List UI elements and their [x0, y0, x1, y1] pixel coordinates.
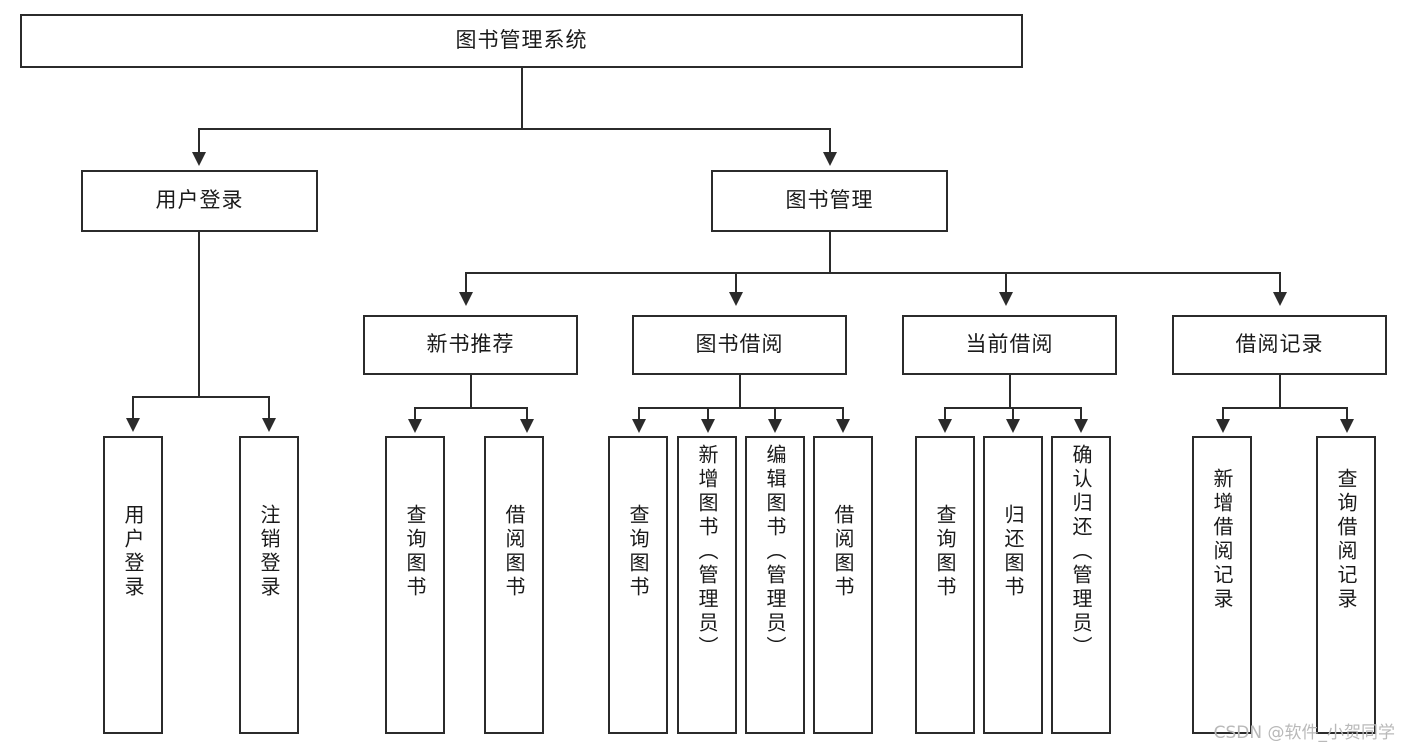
leaf-bb-edit-book-admin[interactable]: 编辑图书（管理员） — [745, 436, 805, 734]
leaf-label: 编辑图书（管理员） — [763, 444, 787, 660]
leaf-cb-query-book[interactable]: 查询图书 — [915, 436, 975, 734]
connector-br-leaf-2 — [1346, 407, 1348, 421]
connector-to-new-book-recommend — [465, 272, 467, 294]
leaf-bb-add-book-admin[interactable]: 新增图书（管理员） — [677, 436, 737, 734]
connector-root-to-book-management — [829, 128, 831, 154]
connector-borrow-record-bus — [1222, 407, 1346, 409]
leaf-cb-confirm-return-admin[interactable]: 确认归还（管理员） — [1051, 436, 1111, 734]
leaf-br-add-record[interactable]: 新增借阅记录 — [1192, 436, 1252, 734]
leaf-bb-query-book[interactable]: 查询图书 — [608, 436, 668, 734]
connector-to-current-borrow — [1005, 272, 1007, 294]
connector-cb-leaf-1 — [944, 407, 946, 421]
leaf-label: 查询借阅记录 — [1334, 468, 1358, 612]
connector-new-book-recommend-stem — [470, 375, 472, 407]
leaf-label: 借阅图书 — [831, 504, 855, 600]
connector-root-stem — [521, 68, 523, 128]
arrowhead-borrow-record — [1273, 292, 1287, 306]
arrowhead-br-leaf-2 — [1340, 419, 1354, 433]
connector-book-borrow-bus — [638, 407, 842, 409]
watermark: CSDN @软件_小贺同学 — [1213, 723, 1395, 743]
arrowhead-cb-leaf-3 — [1074, 419, 1088, 433]
node-borrow-record[interactable]: 借阅记录 — [1172, 315, 1387, 375]
arrowhead-nbr-leaf-1 — [408, 419, 422, 433]
arrowhead-user-login-leaf-2 — [262, 418, 276, 432]
connector-new-book-recommend-bus — [414, 407, 526, 409]
arrowhead-cb-leaf-2 — [1006, 419, 1020, 433]
leaf-br-query-record[interactable]: 查询借阅记录 — [1316, 436, 1376, 734]
connector-to-borrow-record — [1279, 272, 1281, 294]
connector-user-login-stem — [198, 232, 200, 396]
connector-bb-leaf-4 — [842, 407, 844, 421]
connector-root-to-user-login — [198, 128, 200, 154]
leaf-label: 新增借阅记录 — [1210, 468, 1234, 612]
connector-bb-leaf-3 — [774, 407, 776, 421]
connector-nbr-leaf-2 — [526, 407, 528, 421]
leaf-nbr-borrow-book[interactable]: 借阅图书 — [484, 436, 544, 734]
node-root-book-management-system[interactable]: 图书管理系统 — [20, 14, 1023, 68]
leaf-label: 查询图书 — [626, 504, 650, 600]
connector-bb-leaf-2 — [707, 407, 709, 421]
arrowhead-bb-leaf-2 — [701, 419, 715, 433]
connector-level3-bus — [465, 272, 1281, 274]
node-user-login[interactable]: 用户登录 — [81, 170, 318, 232]
connector-user-login-bus — [132, 396, 268, 398]
node-label: 新书推荐 — [426, 332, 515, 357]
leaf-user-login-logout[interactable]: 注销登录 — [239, 436, 299, 734]
node-label: 借阅记录 — [1235, 332, 1324, 357]
leaf-label: 新增图书（管理员） — [695, 444, 719, 660]
connector-book-borrow-stem — [739, 375, 741, 407]
leaf-label: 用户登录 — [121, 504, 145, 600]
arrowhead-br-leaf-1 — [1216, 419, 1230, 433]
connector-current-borrow-stem — [1009, 375, 1011, 407]
leaf-label: 借阅图书 — [502, 504, 526, 600]
leaf-label: 归还图书 — [1001, 504, 1025, 600]
connector-to-book-borrow — [735, 272, 737, 294]
node-label: 用户登录 — [155, 188, 244, 213]
connector-cb-leaf-2 — [1012, 407, 1014, 421]
leaf-nbr-query-book[interactable]: 查询图书 — [385, 436, 445, 734]
node-label: 图书管理系统 — [455, 28, 588, 53]
arrowhead-user-login-leaf-1 — [126, 418, 140, 432]
node-current-borrow[interactable]: 当前借阅 — [902, 315, 1117, 375]
arrowhead-book-borrow — [729, 292, 743, 306]
connector-user-login-to-leaf-1 — [132, 396, 134, 420]
node-label: 当前借阅 — [965, 332, 1054, 357]
connector-root-bus — [198, 128, 831, 130]
leaf-label: 查询图书 — [933, 504, 957, 600]
connector-user-login-to-leaf-2 — [268, 396, 270, 420]
connector-book-management-stem — [829, 232, 831, 272]
arrowhead-bb-leaf-3 — [768, 419, 782, 433]
connector-borrow-record-stem — [1279, 375, 1281, 407]
arrowhead-root-to-book-management — [823, 152, 837, 166]
connector-cb-leaf-3 — [1080, 407, 1082, 421]
node-book-borrow[interactable]: 图书借阅 — [632, 315, 847, 375]
connector-bb-leaf-1 — [638, 407, 640, 421]
arrowhead-bb-leaf-1 — [632, 419, 646, 433]
leaf-bb-borrow-book[interactable]: 借阅图书 — [813, 436, 873, 734]
arrowhead-current-borrow — [999, 292, 1013, 306]
node-book-management[interactable]: 图书管理 — [711, 170, 948, 232]
leaf-cb-return-book[interactable]: 归还图书 — [983, 436, 1043, 734]
node-label: 图书借阅 — [695, 332, 784, 357]
connector-br-leaf-1 — [1222, 407, 1224, 421]
arrowhead-nbr-leaf-2 — [520, 419, 534, 433]
node-new-book-recommend[interactable]: 新书推荐 — [363, 315, 578, 375]
arrowhead-cb-leaf-1 — [938, 419, 952, 433]
node-label: 图书管理 — [785, 188, 874, 213]
arrowhead-bb-leaf-4 — [836, 419, 850, 433]
leaf-label: 确认归还（管理员） — [1069, 444, 1093, 660]
arrowhead-new-book-recommend — [459, 292, 473, 306]
leaf-user-login-login[interactable]: 用户登录 — [103, 436, 163, 734]
connector-nbr-leaf-1 — [414, 407, 416, 421]
leaf-label: 查询图书 — [403, 504, 427, 600]
arrowhead-root-to-user-login — [192, 152, 206, 166]
leaf-label: 注销登录 — [257, 504, 281, 600]
